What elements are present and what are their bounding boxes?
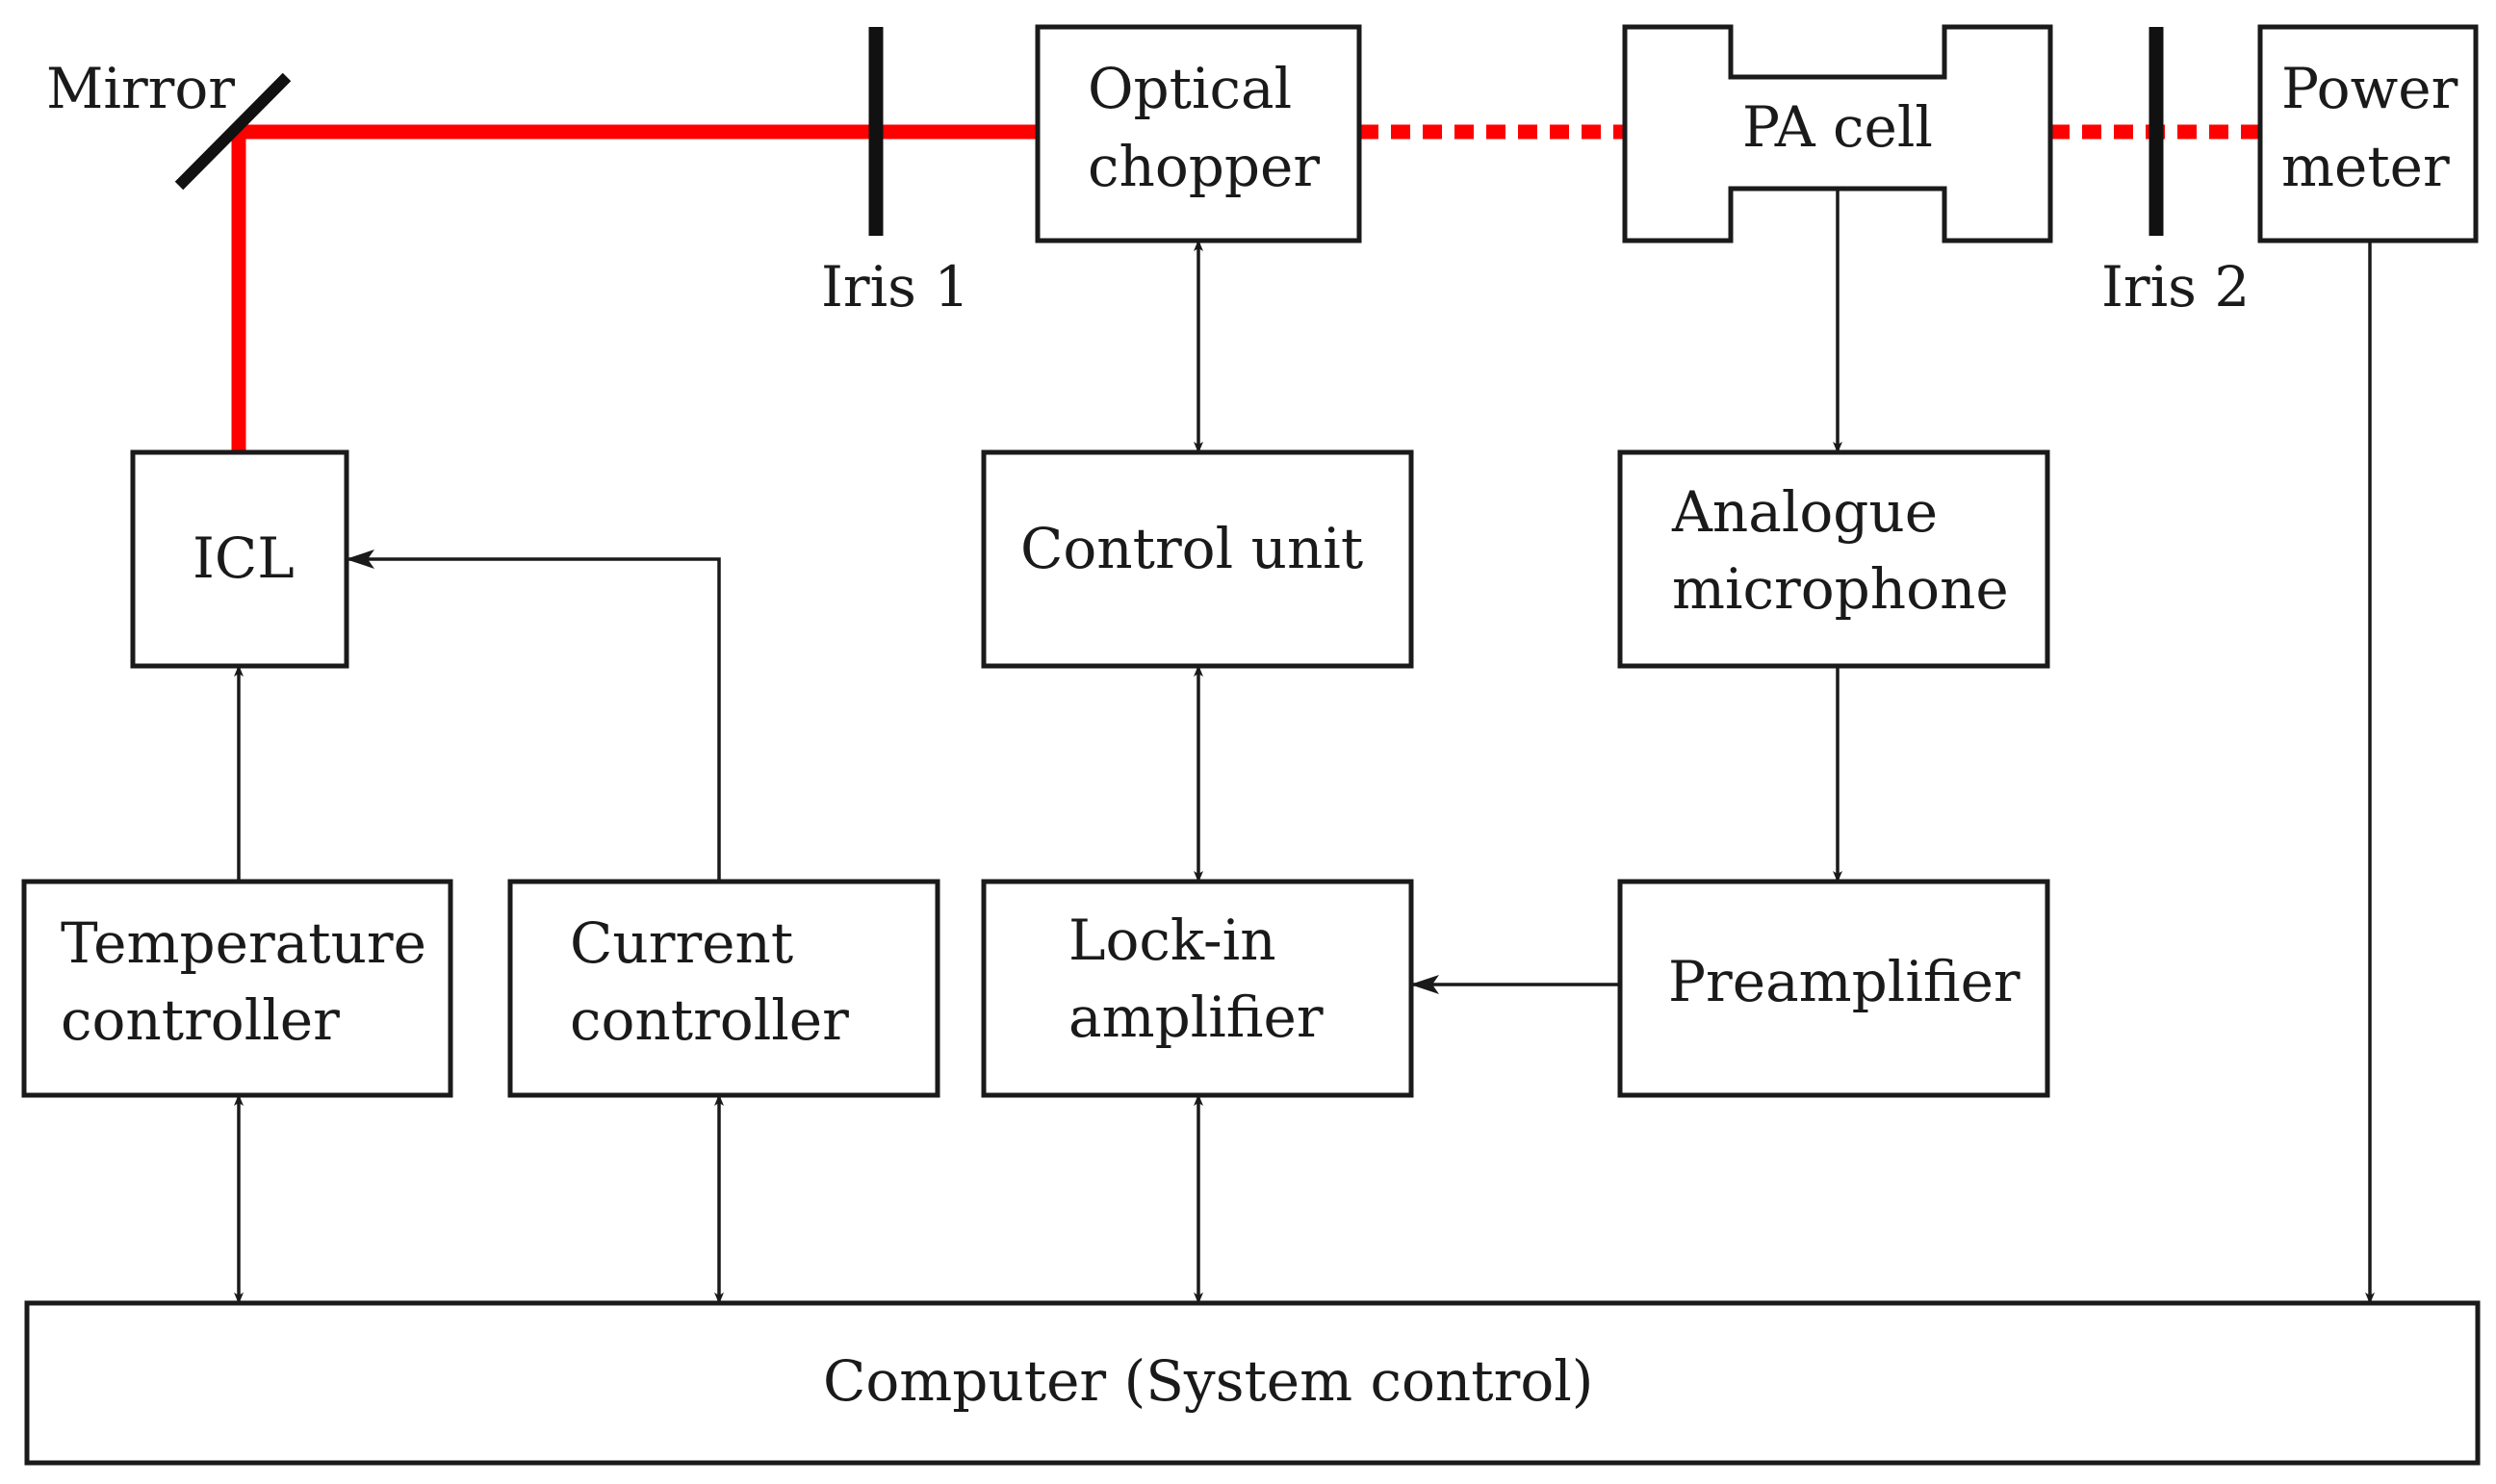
- lock-in-amplifier-label-line1: Lock-in: [1068, 908, 1276, 973]
- current-controller-icl-connector: [346, 550, 721, 882]
- icl-label: ICL: [193, 525, 295, 591]
- current-controller-block: Current controller: [507, 879, 940, 1098]
- power-meter-block: Power meter: [2257, 24, 2479, 243]
- analogue-microphone-block: Analogue microphone: [1617, 449, 2050, 669]
- current-controller-label-line1: Current: [570, 910, 793, 976]
- pa-cell-block: PA cell: [1622, 24, 2053, 243]
- mirror: [174, 72, 292, 191]
- lock-in-amplifier-block: Lock-in amplifier: [981, 879, 1414, 1098]
- iris-1-label: Iris 1: [821, 254, 969, 320]
- analogue-microphone-label-line2: microphone: [1672, 556, 2009, 622]
- mirror-label: Mirror: [46, 56, 235, 121]
- optical-chopper-block: Optical chopper: [1035, 24, 1362, 243]
- pa-cell-label: PA cell: [1742, 94, 1933, 160]
- iris-2-label: Iris 2: [2101, 254, 2250, 320]
- optical-chopper-label-line2: chopper: [1088, 134, 1320, 199]
- control-unit-label: Control unit: [1020, 516, 1363, 581]
- control-unit-block: Control unit: [981, 449, 1414, 669]
- temperature-controller-label-line1: Temperature: [61, 910, 426, 976]
- power-meter-label-line1: Power: [2281, 56, 2458, 121]
- analogue-microphone-label-line1: Analogue: [1671, 479, 1938, 545]
- lock-in-amplifier-label-line2: amplifier: [1068, 985, 1324, 1050]
- optical-chopper-label-line1: Optical: [1088, 56, 1292, 121]
- preamplifier-block: Preamplifier: [1617, 879, 2050, 1098]
- temperature-controller-label-line2: controller: [61, 987, 340, 1053]
- icl-block: ICL: [130, 449, 349, 669]
- preamplifier-label: Preamplifier: [1668, 949, 2020, 1014]
- power-meter-label-line2: meter: [2281, 134, 2450, 199]
- temperature-controller-block: Temperature controller: [21, 879, 453, 1098]
- computer-block: Computer (System control): [24, 1300, 2481, 1466]
- current-controller-label-line2: controller: [570, 987, 849, 1053]
- computer-label: Computer (System control): [823, 1348, 1593, 1414]
